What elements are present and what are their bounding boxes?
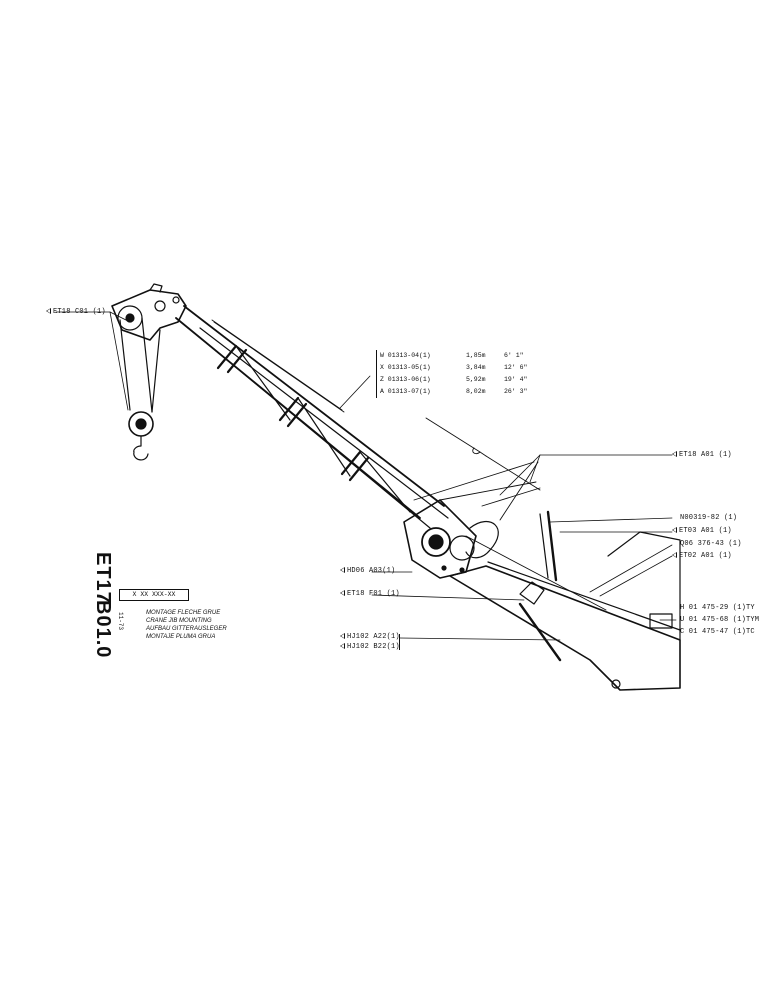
sheet-date: 11-73 [117, 612, 124, 631]
reference-triangle-icon [340, 633, 345, 640]
callout-c01475: C 01 475-47 (1)TC [680, 628, 755, 636]
part-number-box: X XX XXX-XX [119, 589, 189, 601]
callout-et02-a01: ET02 A01 (1) [672, 552, 732, 561]
hook-block [119, 317, 161, 461]
callout-et18-c01: ET18 C01 (1) [46, 308, 106, 317]
callout-hj102-a22: HJ102 A22(1) [340, 633, 400, 642]
title-de: AUFBAU GITTERAUSLEGER [146, 626, 227, 632]
sheet-code-line1: ET17 [92, 552, 114, 604]
callout-et18-f01: ET18 F01 (1) [340, 590, 400, 599]
title-en: CRANE JIB MOUNTING [146, 618, 212, 624]
callout-et18-a01: ET18 A01 (1) [672, 451, 732, 460]
sheet-code-line2: B01.0 [92, 600, 114, 659]
main-boom [449, 510, 681, 691]
reference-triangle-icon [672, 527, 677, 534]
callout-hd06-a03: HD06 A03(1) [340, 567, 395, 576]
callout-q06376: Q06 376-43 (1) [680, 540, 742, 548]
reference-triangle-icon [340, 567, 345, 574]
jib-head [111, 283, 187, 341]
callout-brace [396, 634, 400, 650]
stay-ropes [413, 417, 607, 611]
lattice-jib [175, 305, 449, 529]
reference-triangle-icon [46, 308, 51, 315]
callout-n00319: N00319-82 (1) [680, 514, 738, 522]
callout-h01475: H 01 475-29 (1)TY [680, 604, 755, 612]
title-es: MONTAJE PLUMA GRUA [146, 634, 216, 640]
leader-lines [55, 311, 677, 641]
title-fr: MONTAGE FLECHE GRUE [146, 610, 221, 616]
callout-u01475: U 01 475-68 (1)TYM [680, 616, 760, 624]
reference-triangle-icon [672, 552, 677, 559]
title-lines: MONTAGE FLECHE GRUE CRANE JIB MOUNTING A… [146, 609, 227, 641]
reference-triangle-icon [672, 451, 677, 458]
callout-et03-a01: ET03 A01 (1) [672, 527, 732, 536]
reference-triangle-icon [340, 590, 345, 597]
reference-triangle-icon [340, 643, 345, 650]
callout-hj102-b22: HJ102 B22(1) [340, 643, 400, 652]
